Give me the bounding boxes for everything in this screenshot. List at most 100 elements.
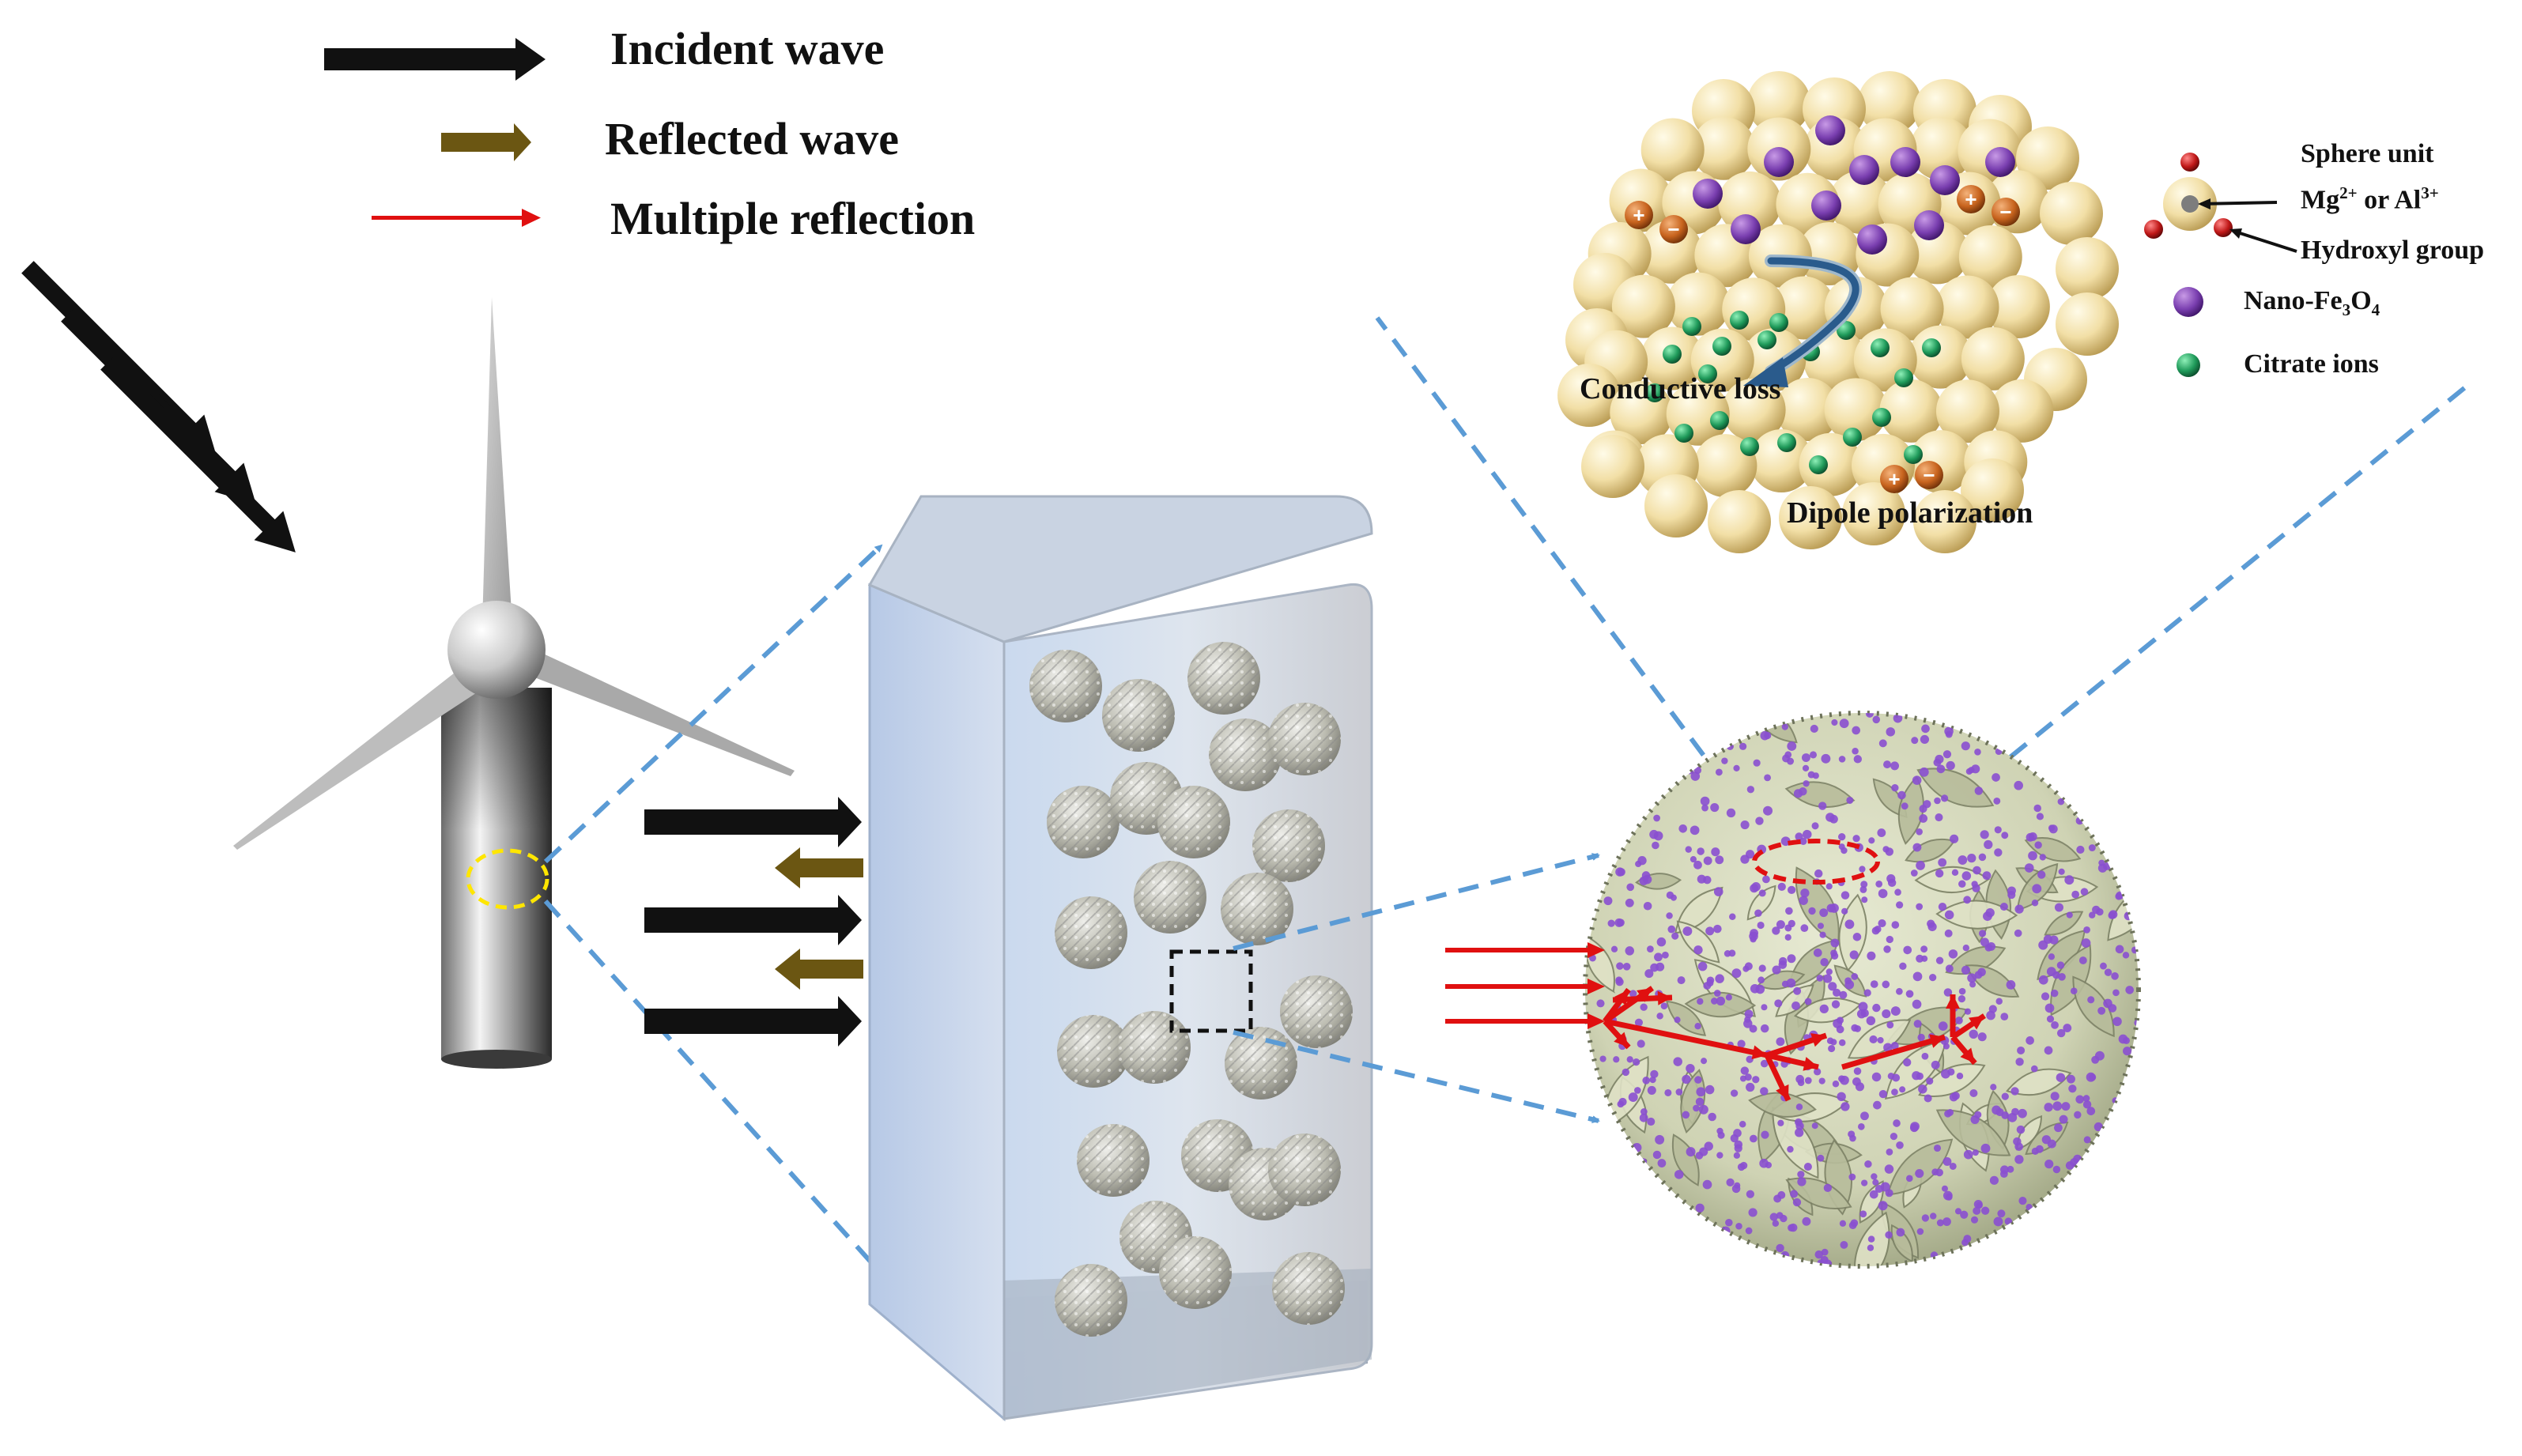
fe3o4-dot — [1899, 1086, 1906, 1093]
fe3o4-dot — [1861, 896, 1868, 903]
fe3o4-dot — [2104, 968, 2112, 976]
fe3o4-dot — [1799, 837, 1807, 845]
fe3o4-dot — [1808, 907, 1816, 915]
fe3o4-dot — [1650, 1069, 1659, 1079]
fe3o4-dot — [1860, 881, 1868, 888]
fe3o4-dot — [1804, 1077, 1812, 1084]
sphere-unit — [1961, 458, 2024, 522]
fe3o4-dot — [1704, 1141, 1713, 1151]
fe3o4-dot — [1752, 1076, 1760, 1084]
fe3o4-dot — [2056, 1028, 2066, 1038]
fe3o4-dot — [2041, 1135, 2052, 1145]
fe3o4-dot — [2065, 1161, 2075, 1170]
fe3o4-dot — [1883, 760, 1892, 769]
fe3o4-dot — [1905, 1175, 1913, 1183]
sphere-unit — [1692, 116, 1756, 180]
fe3o4-dot — [1935, 869, 1944, 878]
fe3o4-dot — [1997, 1209, 2006, 1218]
citrate-ion — [1871, 338, 1890, 357]
fe3o4-dot — [1844, 979, 1855, 990]
citrate-ion — [1663, 345, 1682, 364]
fe3o4-dot — [1960, 1210, 1969, 1219]
embedded-microsphere — [1272, 1252, 1345, 1325]
fe3o4-dot — [1776, 1037, 1785, 1047]
fe3o4-dot — [1935, 813, 1943, 822]
fe3o4-dot — [1948, 949, 1958, 959]
fe3o4-dot — [2001, 1092, 2009, 1100]
fe3o4-dot — [1923, 800, 1931, 809]
citrate-ion — [1730, 311, 1749, 330]
fe3o4-dot — [1945, 1193, 1953, 1201]
fe3o4-dot — [1772, 965, 1781, 975]
embedded-microsphere — [1118, 1011, 1191, 1084]
fe3o4-dot — [1701, 1058, 1708, 1065]
sphere-unit-label: Sphere unit — [2301, 139, 2434, 168]
ion-mid: or Al — [2357, 185, 2422, 215]
fe3o4-dot — [1980, 1143, 1991, 1153]
fe3o4-dot — [1821, 753, 1831, 764]
fe3o4-dot — [1951, 1092, 1960, 1100]
fe3o4-dot — [1622, 962, 1631, 971]
fe3o4-dot — [1912, 999, 1922, 1009]
fe3o4-dot — [1695, 1203, 1705, 1213]
fe3o4-dot — [1791, 1001, 1800, 1010]
fe3o4-dot — [1875, 880, 1883, 888]
fe3o4-particle — [1914, 210, 1944, 240]
fe3o4-dot — [1963, 1235, 1972, 1243]
fe3o4-dot — [1851, 973, 1859, 980]
fe3o4-dot — [1682, 926, 1693, 937]
embedded-microsphere — [1157, 786, 1230, 858]
microsphere-icon — [1583, 711, 2141, 1269]
fe3o4-dot — [2007, 1165, 2014, 1173]
fe3o4-dot — [1760, 1059, 1769, 1068]
fe3o4-dot — [1969, 981, 1976, 988]
fe3o4-dot — [1942, 750, 1952, 759]
sphere-unit — [1557, 364, 1621, 427]
fe3o4-dot — [1872, 1179, 1879, 1186]
fe3o4-dot — [2057, 798, 2065, 805]
fe3o4-dot — [1746, 1055, 1754, 1063]
fe3o4-dot — [1995, 748, 2003, 756]
fe3o4-dot — [1931, 1168, 1939, 1176]
fe3o4-dot — [1649, 829, 1659, 839]
fe3o4-dot — [1715, 974, 1724, 983]
fe3o4-dot — [1626, 883, 1635, 892]
fe3o4-dot — [1797, 1079, 1805, 1087]
fe3o4-dot — [2054, 1123, 2063, 1133]
fe3o4-dot — [1969, 1088, 1978, 1098]
sphere-unit — [1799, 432, 1863, 496]
fe3o4-dot — [1860, 1111, 1869, 1121]
fe3o4-dot — [1989, 1175, 1999, 1185]
fe3o4-dot — [1758, 889, 1766, 897]
fe3o4-dot — [1610, 945, 1618, 952]
fe3o4-dot — [1599, 1055, 1606, 1062]
fe3o4-dot — [1890, 761, 1900, 771]
fe3o4-dot — [2017, 1046, 2026, 1054]
fe3o4-dot — [1878, 1089, 1888, 1099]
fe3o4-dot — [1972, 884, 1980, 892]
fe3o4-dot — [1840, 1075, 1849, 1085]
zoom-link-box-sphere — [1233, 853, 1600, 1123]
fe3o4-dot — [1628, 1092, 1638, 1103]
fe3o4-dot — [1814, 1250, 1824, 1259]
fe3o4-dot — [1901, 802, 1908, 810]
fe3o4-dot — [1903, 945, 1912, 955]
fe3o4-dot — [2048, 953, 2056, 960]
fe3o4-dot — [1802, 764, 1810, 772]
fe3o4-dot — [1941, 794, 1949, 802]
legend-incident-label: Incident wave — [610, 23, 885, 74]
fe3o4-dot — [2083, 1136, 2091, 1144]
fe3o4-dot — [2075, 1095, 2085, 1104]
fe3o4-dot — [1942, 1157, 1952, 1166]
fe3o4-dot — [1780, 836, 1791, 847]
legend-multiple-label: Multiple reflection — [610, 193, 976, 244]
fe3o4-dot — [2036, 813, 2044, 820]
fe3o4-dot — [1785, 907, 1793, 915]
fe3o4-dot — [1846, 796, 1854, 804]
sphere-unit — [1913, 490, 1976, 553]
embedded-microsphere — [1187, 642, 1260, 715]
fe3o4-dot — [1878, 1201, 1888, 1211]
fe3o4-dot — [1859, 885, 1867, 893]
reflection-arrow — [1841, 1034, 1946, 1070]
fe3o4-dot — [1887, 878, 1897, 888]
